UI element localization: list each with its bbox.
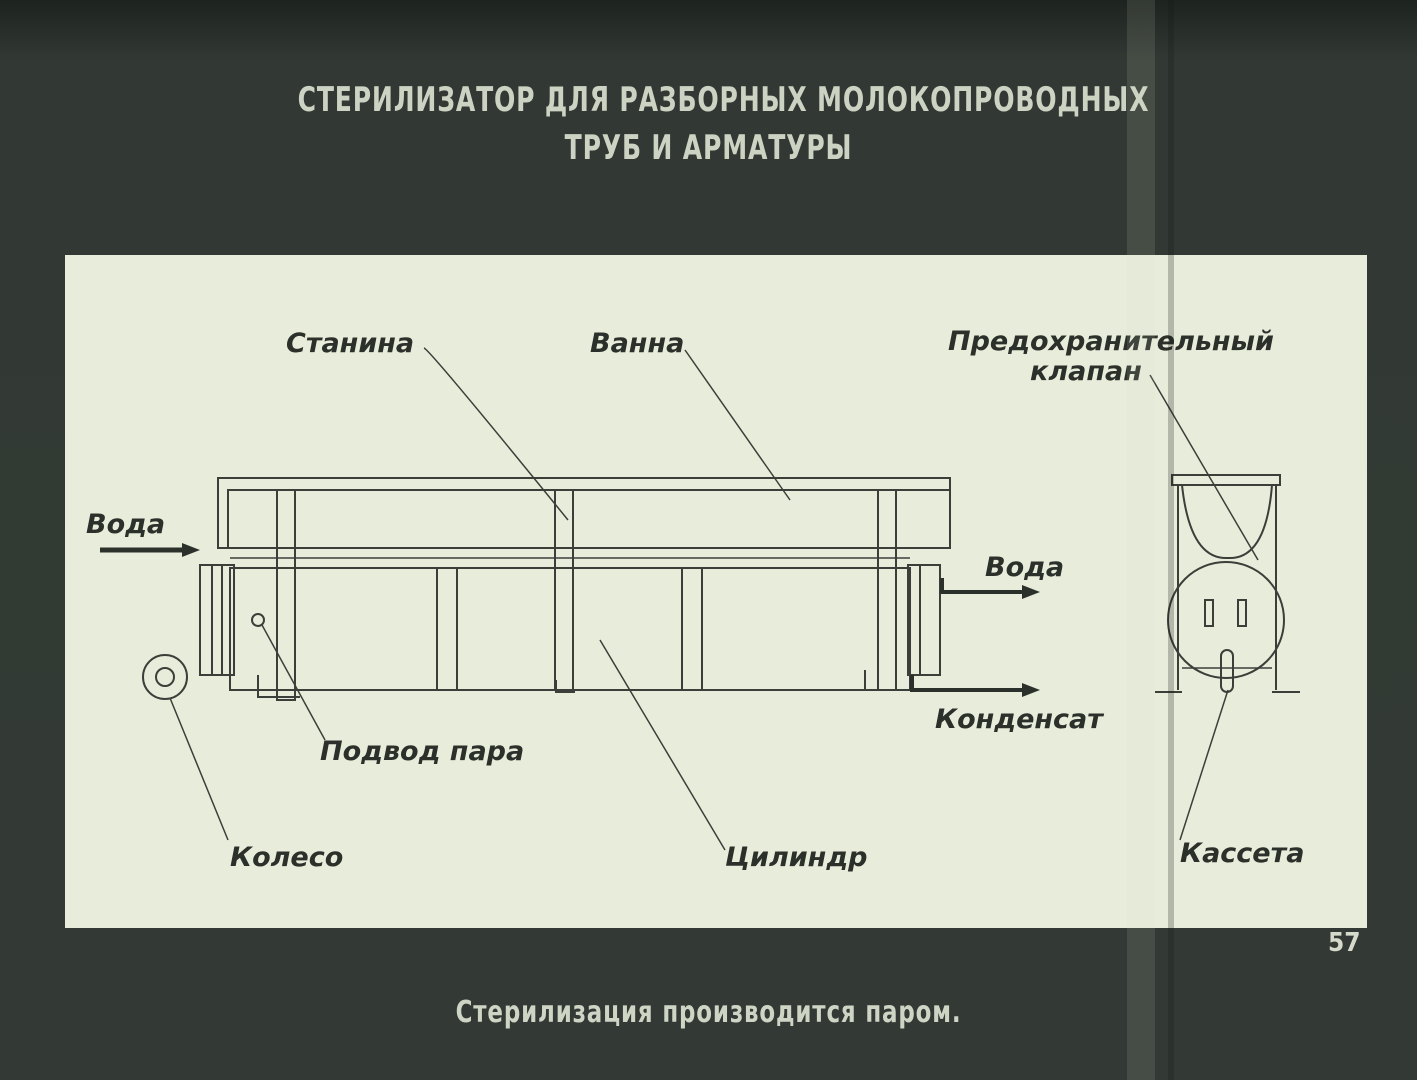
label-vanna: Ванна — [590, 328, 684, 359]
page-number: 57 — [1328, 928, 1361, 958]
label-voda-out: Вода — [985, 552, 1064, 583]
frame-posts — [257, 489, 905, 701]
cylinder-shape — [229, 557, 911, 691]
flow-arrows — [100, 543, 1040, 697]
film-scratch — [1127, 0, 1155, 1080]
label-kondensat: Конденсат — [935, 704, 1104, 735]
tub-shape — [217, 477, 951, 549]
leader-lines — [169, 347, 1259, 851]
diagram-panel — [65, 255, 1367, 928]
label-valve-line1: Предохранительный — [948, 326, 1274, 357]
label-koleso: Колесо — [230, 842, 343, 873]
side-view-shape — [1155, 474, 1300, 693]
slide-title-line1: СТЕРИЛИЗАТОР ДЛЯ РАЗБОРНЫХ МОЛОКОПРОВОДН… — [297, 80, 1150, 120]
wheel-shape — [142, 654, 188, 700]
slide-caption: Стерилизация производится паром. — [455, 995, 962, 1030]
label-voda-in: Вода — [86, 509, 165, 540]
label-cilindr: Цилиндр — [725, 842, 867, 873]
label-stanina: Станина — [286, 328, 414, 359]
slide-title-line2: ТРУБ И АРМАТУРЫ — [564, 128, 853, 168]
end-flanges — [199, 564, 941, 676]
label-kasseta: Кассета — [1180, 838, 1304, 869]
label-valve-line2: клапан — [1030, 356, 1142, 387]
film-scratch-dark — [1168, 0, 1174, 1080]
label-podvod-para: Подвод пара — [320, 736, 524, 767]
